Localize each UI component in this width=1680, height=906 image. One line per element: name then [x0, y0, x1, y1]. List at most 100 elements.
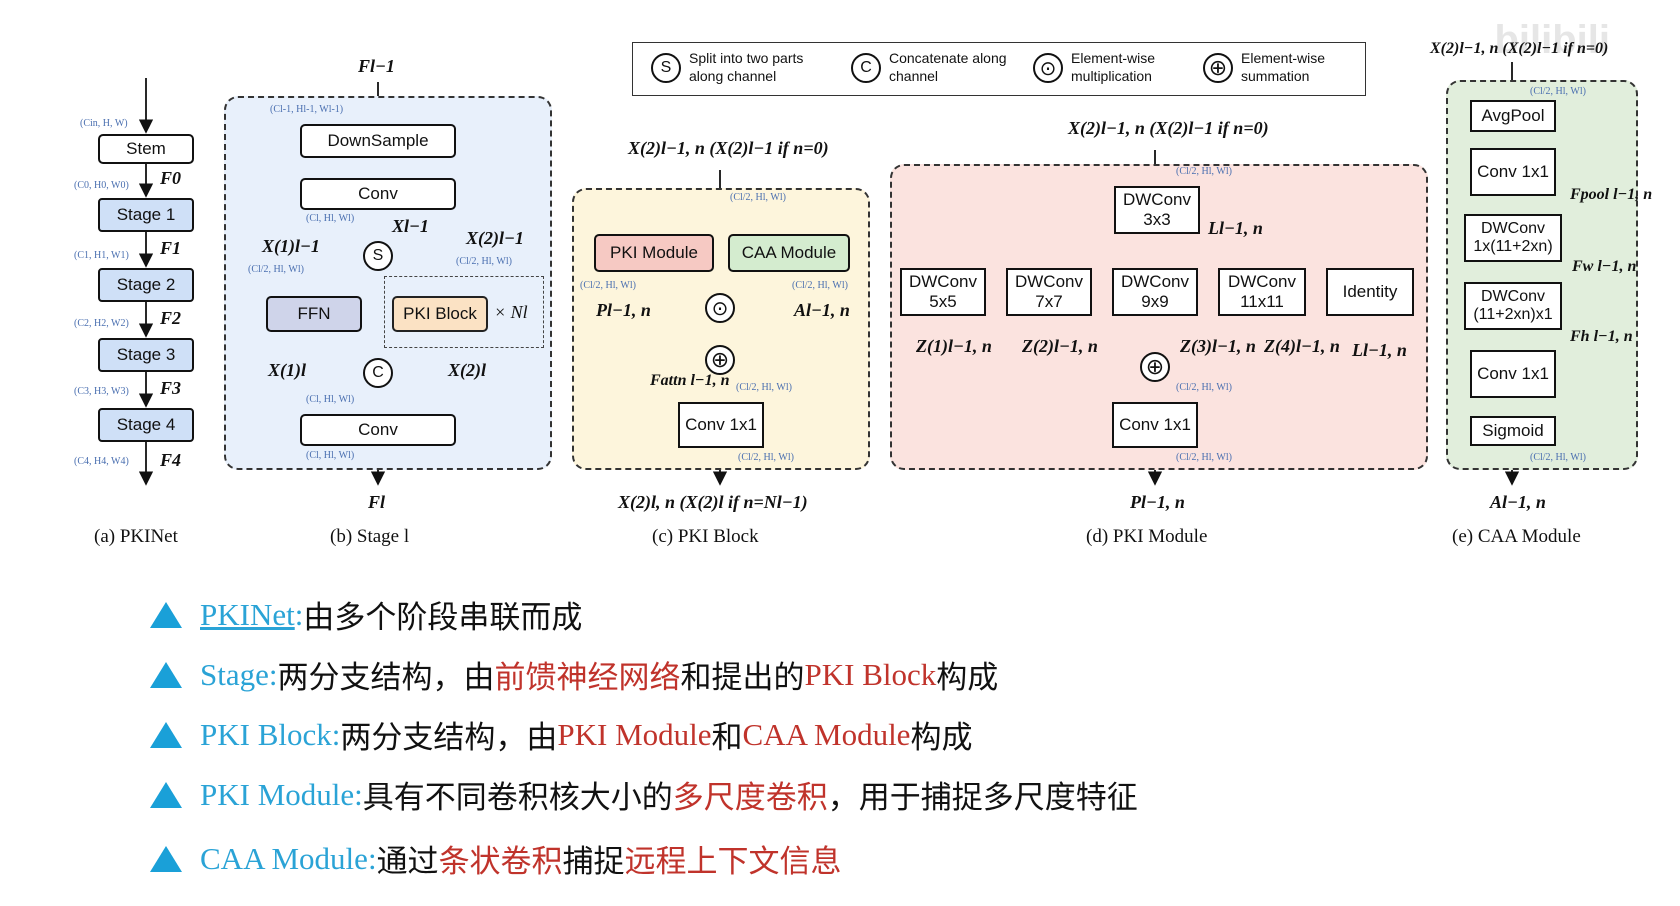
pki-module-input-label: X(2)l−1, n (X(2)l−1 if n=0): [1068, 118, 1269, 138]
x-top-label: Xl−1: [392, 216, 429, 236]
bullet-text: 构成: [910, 720, 973, 755]
dim-c-2: (Cl/2, Hl, Wl): [792, 280, 848, 291]
pki-module-conv-box: Conv 1x1: [1112, 402, 1198, 448]
bullet-term: PKI Module: [200, 776, 355, 812]
z3-label: Z(3)l−1, n: [1180, 336, 1256, 356]
bullet-term: CAA Module: [200, 840, 368, 876]
dim-a-5: (C4, H4, W4): [74, 456, 129, 467]
downsample-box: DownSample: [300, 124, 456, 158]
triangle-bullet-icon: [150, 661, 182, 688]
pki-block-repeat-frame: [384, 276, 544, 348]
bullet-text: 两分支结构，由: [340, 720, 558, 755]
dwconv9-box: DWConv 9x9: [1112, 268, 1198, 316]
triangle-bullet-icon: [150, 601, 182, 628]
bullet-separator: :: [331, 716, 341, 752]
bullet-text: 两分支结构，由: [277, 660, 495, 695]
concat-symbol: C: [851, 53, 881, 83]
triangle-bullet-icon: [150, 845, 182, 872]
sum-node: ⊕: [705, 345, 735, 375]
feature-f0: F0: [160, 168, 182, 188]
conv-bottom-box: Conv: [300, 414, 456, 446]
legend: S Split into two parts along channel C C…: [632, 42, 1366, 96]
watermark: bilibili: [1494, 18, 1610, 62]
pki-block-input-label: X(2)l−1, n (X(2)l−1 if n=0): [628, 138, 829, 158]
caption-b: (b) Stage l: [330, 526, 410, 547]
bullet-text: 构成: [936, 660, 999, 695]
bullet-item: CAA Module: 通过条状卷积捕捉远程上下文信息: [150, 836, 842, 881]
caa-output-label: Al−1, n: [1490, 492, 1546, 512]
stage4-box: Stage 4: [98, 408, 194, 442]
l-label: Ll−1, n: [1208, 218, 1263, 238]
dim-a-3: (C2, H2, W2): [74, 318, 129, 329]
bullet-term[interactable]: PKINet: [200, 596, 295, 632]
dim-b-0: (Cl-1, Hl-1, Wl-1): [270, 104, 344, 115]
dim-b-4: (Cl, Hl, Wl): [306, 394, 355, 405]
dim-c-0: (Cl/2, Hl, Wl): [730, 192, 786, 203]
dim-d-1: (Cl/2, Hl, Wl): [1176, 382, 1232, 393]
bullet-term: Stage: [200, 656, 269, 692]
bullet-item: PKINet: 由多个阶段串联而成: [150, 592, 582, 637]
dwconv11-box: DWConv 11x11: [1218, 268, 1306, 316]
bullet-text: PKI Module: [557, 716, 712, 752]
bullet-text: 具有不同卷积核大小的: [362, 780, 673, 815]
conv-top-box: Conv: [300, 178, 456, 210]
f-w-label: Fw l−1, n: [1572, 258, 1637, 275]
sigmoid-box: Sigmoid: [1470, 416, 1556, 446]
dim-a-2: (C1, H1, W1): [74, 250, 129, 261]
bullet-text: 和: [711, 720, 743, 755]
split-node: S: [363, 241, 393, 271]
pki-block-box: PKI Block: [392, 296, 488, 332]
identity-box: Identity: [1326, 268, 1414, 316]
dim-a-0: (Cin, H, W): [80, 118, 128, 129]
dim-b-3: (Cl/2, Hl, Wl): [456, 256, 512, 267]
dim-e-0: (Cl/2, Hl, Wl): [1530, 86, 1586, 97]
a-label: Al−1, n: [794, 300, 850, 320]
concat-node: C: [363, 358, 393, 388]
stage-input-label: Fl−1: [358, 56, 395, 76]
stem-box: Stem: [98, 134, 194, 164]
legend-concat-text: Concatenate along channel: [889, 50, 1007, 84]
dim-c-1: (Cl/2, Hl, Wl): [580, 280, 636, 291]
dim-d-2: (Cl/2, Hl, Wl): [1176, 452, 1232, 463]
split-symbol: S: [651, 53, 681, 83]
caption-d: (d) PKI Module: [1086, 526, 1208, 547]
feature-f3: F3: [160, 378, 182, 398]
dim-a-4: (C3, H3, W3): [74, 386, 129, 397]
dim-c-4: (Cl/2, Hl, Wl): [738, 452, 794, 463]
bullet-separator: :: [354, 776, 363, 812]
caa-conv2-box: Conv 1x1: [1470, 350, 1556, 398]
dim-b-1: (Cl, Hl, Wl): [306, 213, 355, 224]
z4-label: Z(4)l−1, n: [1264, 336, 1340, 356]
x2-out-label: X(2)l: [448, 360, 486, 380]
bullet-text: 远程上下文信息: [624, 844, 842, 879]
legend-mul-text: Element-wise multiplication: [1071, 50, 1156, 84]
bullet-text: 和提出的: [680, 660, 805, 695]
caption-e: (e) CAA Module: [1452, 526, 1581, 547]
mul-symbol: ⊙: [1033, 53, 1063, 83]
x1-in-label: X(1)l−1: [262, 236, 320, 256]
bullet-text: PKI Block: [804, 656, 937, 692]
bullet-text: CAA Module: [742, 716, 911, 752]
f-h-label: Fh l−1, n: [1570, 328, 1633, 345]
dim-c-3: (Cl/2, Hl, Wl): [736, 382, 792, 393]
bullet-text: 由多个阶段串联而成: [303, 600, 583, 635]
caa-module-box: CAA Module: [728, 234, 850, 272]
f-pool-label: Fpool l−1, n: [1570, 186, 1653, 203]
bullet-term: PKI Block: [200, 716, 332, 752]
bullet-text: 多尺度卷积: [672, 780, 828, 815]
repeat-label: × Nl: [494, 302, 528, 322]
pki-module-box: PKI Module: [594, 234, 714, 272]
bullet-separator: :: [294, 596, 304, 632]
bullet-text: 通过: [376, 844, 439, 879]
dwconv3-box: DWConv 3x3: [1114, 186, 1200, 234]
pki-module-output-label: Pl−1, n: [1130, 492, 1185, 512]
dwconv7-box: DWConv 7x7: [1006, 268, 1092, 316]
feature-f1: F1: [160, 238, 182, 258]
dim-a-1: (C0, H0, W0): [74, 180, 129, 191]
z1-label: Z(1)l−1, n: [916, 336, 992, 356]
pki-block-conv-box: Conv 1x1: [678, 402, 764, 448]
bullet-separator: :: [268, 656, 278, 692]
legend-sum-text: Element-wise summation: [1241, 50, 1326, 84]
